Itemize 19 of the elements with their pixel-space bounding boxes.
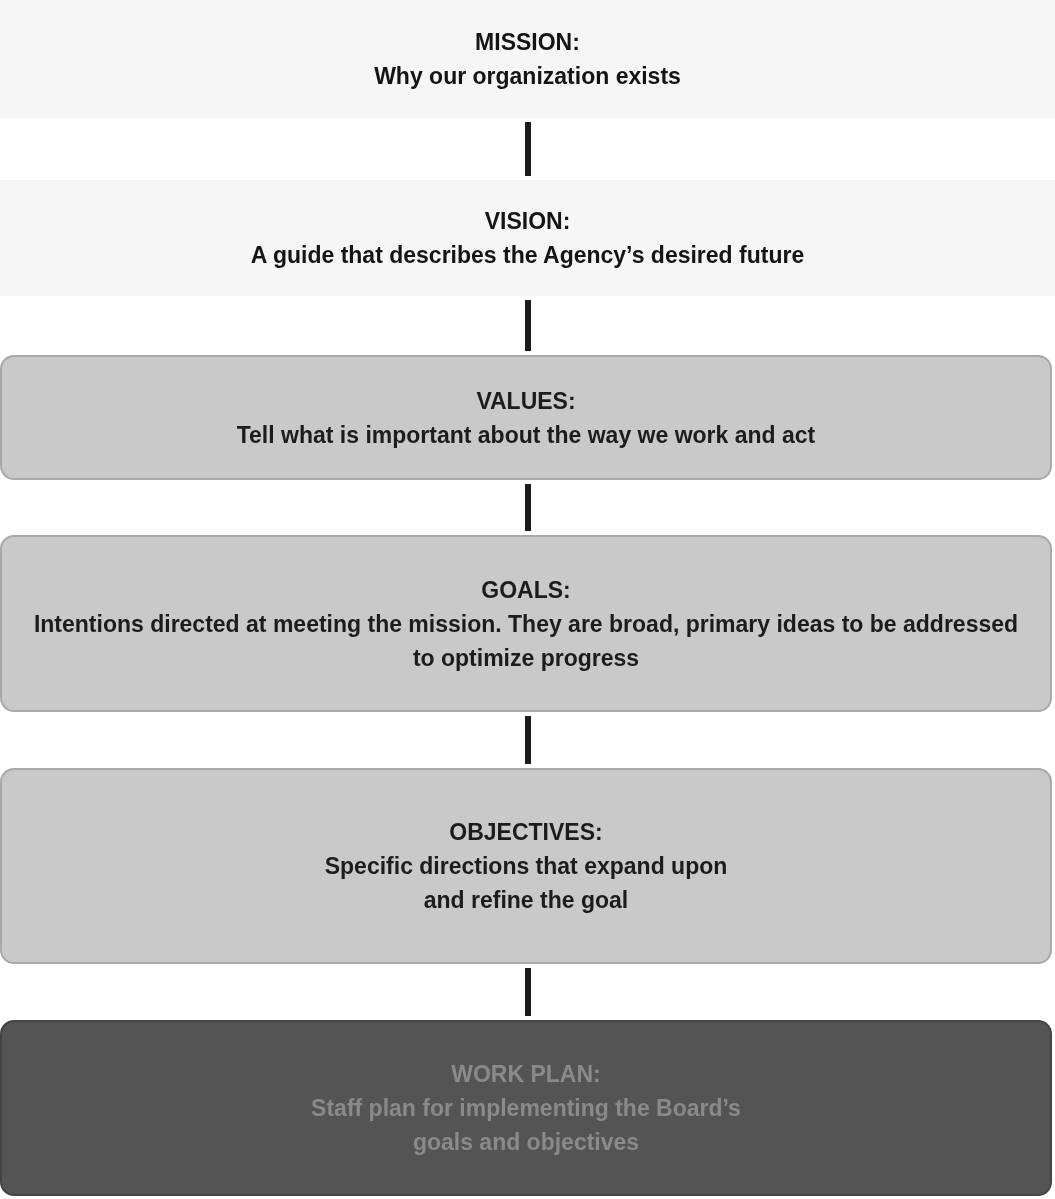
connector-line (525, 716, 531, 764)
work-plan-box (0, 1020, 1052, 1196)
values-box (0, 355, 1052, 480)
heading: OBJECTIVES: (449, 818, 603, 847)
goals-box (0, 535, 1052, 712)
description: A guide that describes the Agency’s desired future (250, 241, 805, 270)
objectives-box (0, 768, 1052, 964)
connector-line (525, 122, 531, 176)
heading: VISION: (484, 207, 571, 236)
heading: MISSION: (475, 28, 580, 57)
description: Why our organization exists (374, 62, 681, 91)
description: Tell what is important about the way we work and act (236, 420, 816, 450)
description: Specific directions that expand upon and refine the goal (323, 852, 729, 915)
description: Intentions directed at meeting the mission. They are broad, primary ideas to be addressed to optimize progress (32, 609, 1020, 673)
heading: GOALS: (481, 575, 571, 605)
heading: VALUES: (476, 386, 576, 416)
connector-line (525, 300, 531, 351)
connector-line (525, 484, 531, 531)
connector-line (525, 968, 531, 1016)
